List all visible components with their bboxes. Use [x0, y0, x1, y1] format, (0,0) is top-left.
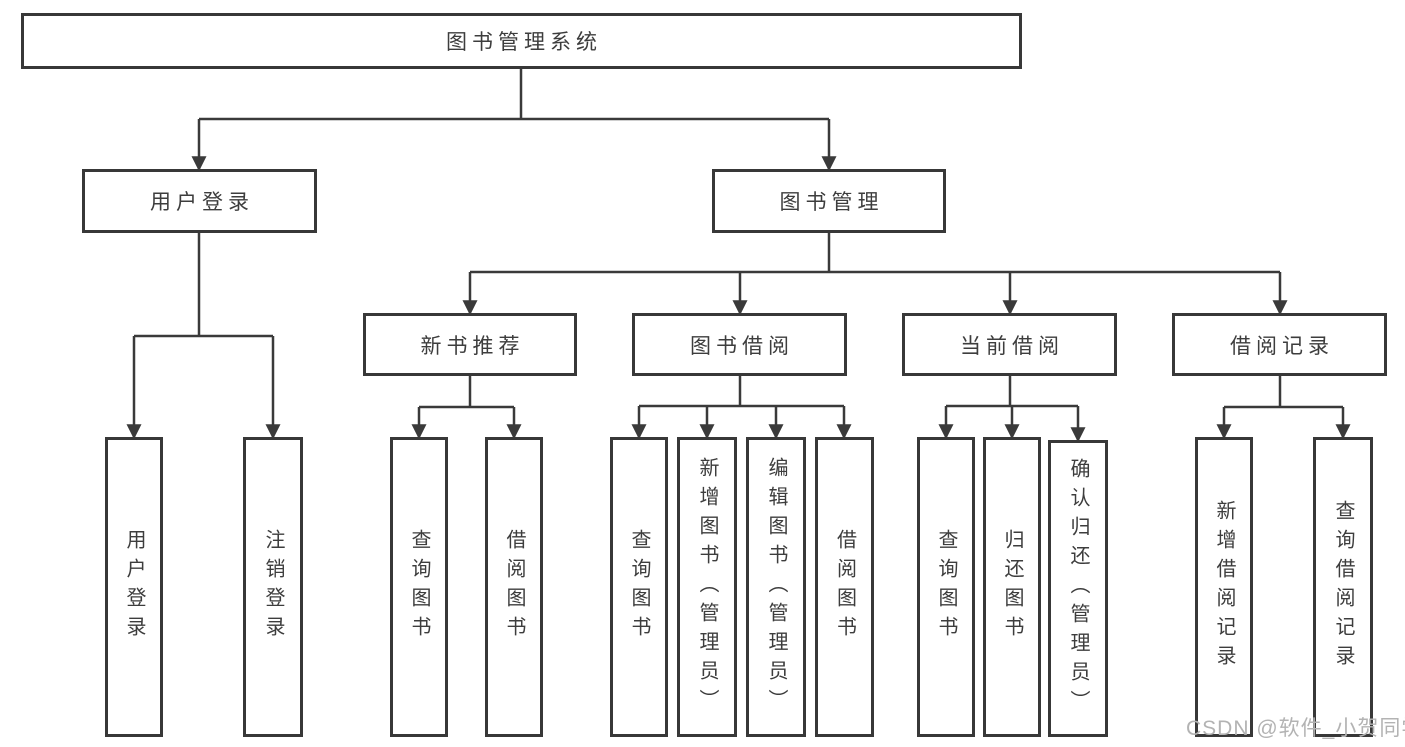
leaf-query-books: 查询图书 [390, 437, 448, 737]
node-current-borrowing: 当前借阅 [902, 313, 1117, 376]
node-label: 图书管理 [779, 191, 884, 214]
leaf-borrow-books: 借阅图书 [815, 437, 874, 737]
leaf-label: 注销登录 [262, 529, 284, 645]
leaf-label: 查询图书 [408, 529, 430, 645]
node-root-system: 图书管理系统 [21, 13, 1022, 69]
leaf-query-books: 查询图书 [610, 437, 668, 737]
node-label: 当前借阅 [960, 334, 1064, 358]
leaf-borrow-books: 借阅图书 [485, 437, 543, 737]
leaf-label: 借阅图书 [833, 529, 856, 645]
leaf-query-borrow-record: 查询借阅记录 [1313, 437, 1373, 737]
leaf-label: 编辑图书（管理员） [765, 456, 787, 718]
leaf-return-books: 归还图书 [983, 437, 1041, 737]
node-label: 借阅记录 [1230, 334, 1334, 358]
node-new-book-recommendation: 新书推荐 [363, 313, 577, 376]
leaf-query-books: 查询图书 [917, 437, 975, 737]
node-label: 新书推荐 [420, 334, 525, 358]
node-book-management: 图书管理 [712, 169, 946, 233]
leaf-label: 新增借阅记录 [1213, 500, 1235, 674]
leaf-label: 查询借阅记录 [1332, 500, 1354, 674]
leaf-label: 查询图书 [628, 529, 650, 645]
leaf-confirm-return-admin: 确认归还（管理员） [1048, 440, 1108, 737]
leaf-add-borrow-record: 新增借阅记录 [1195, 437, 1253, 737]
node-user-login: 用户登录 [82, 169, 317, 233]
csdn-watermark: CSDN @软件_小贺同学 [1186, 717, 1405, 740]
leaf-label: 借阅图书 [503, 529, 525, 645]
node-book-borrowing: 图书借阅 [632, 313, 847, 376]
leaf-label: 确认归还（管理员） [1067, 458, 1089, 719]
node-borrow-records: 借阅记录 [1172, 313, 1387, 376]
leaf-add-books-admin: 新增图书（管理员） [677, 437, 737, 737]
leaf-label: 归还图书 [1001, 529, 1023, 645]
node-label: 图书借阅 [690, 334, 794, 358]
leaf-label: 用户登录 [123, 529, 145, 645]
leaf-label: 查询图书 [935, 529, 957, 645]
connector-arrows [126, 119, 1351, 443]
leaf-user-login: 用户登录 [105, 437, 163, 737]
leaf-logout: 注销登录 [243, 437, 303, 737]
node-label: 图书管理系统 [446, 31, 602, 54]
leaf-label: 新增图书（管理员） [696, 456, 718, 718]
connector-lines [134, 69, 1343, 409]
node-label: 用户登录 [150, 191, 254, 214]
leaf-edit-books-admin: 编辑图书（管理员） [746, 437, 806, 737]
